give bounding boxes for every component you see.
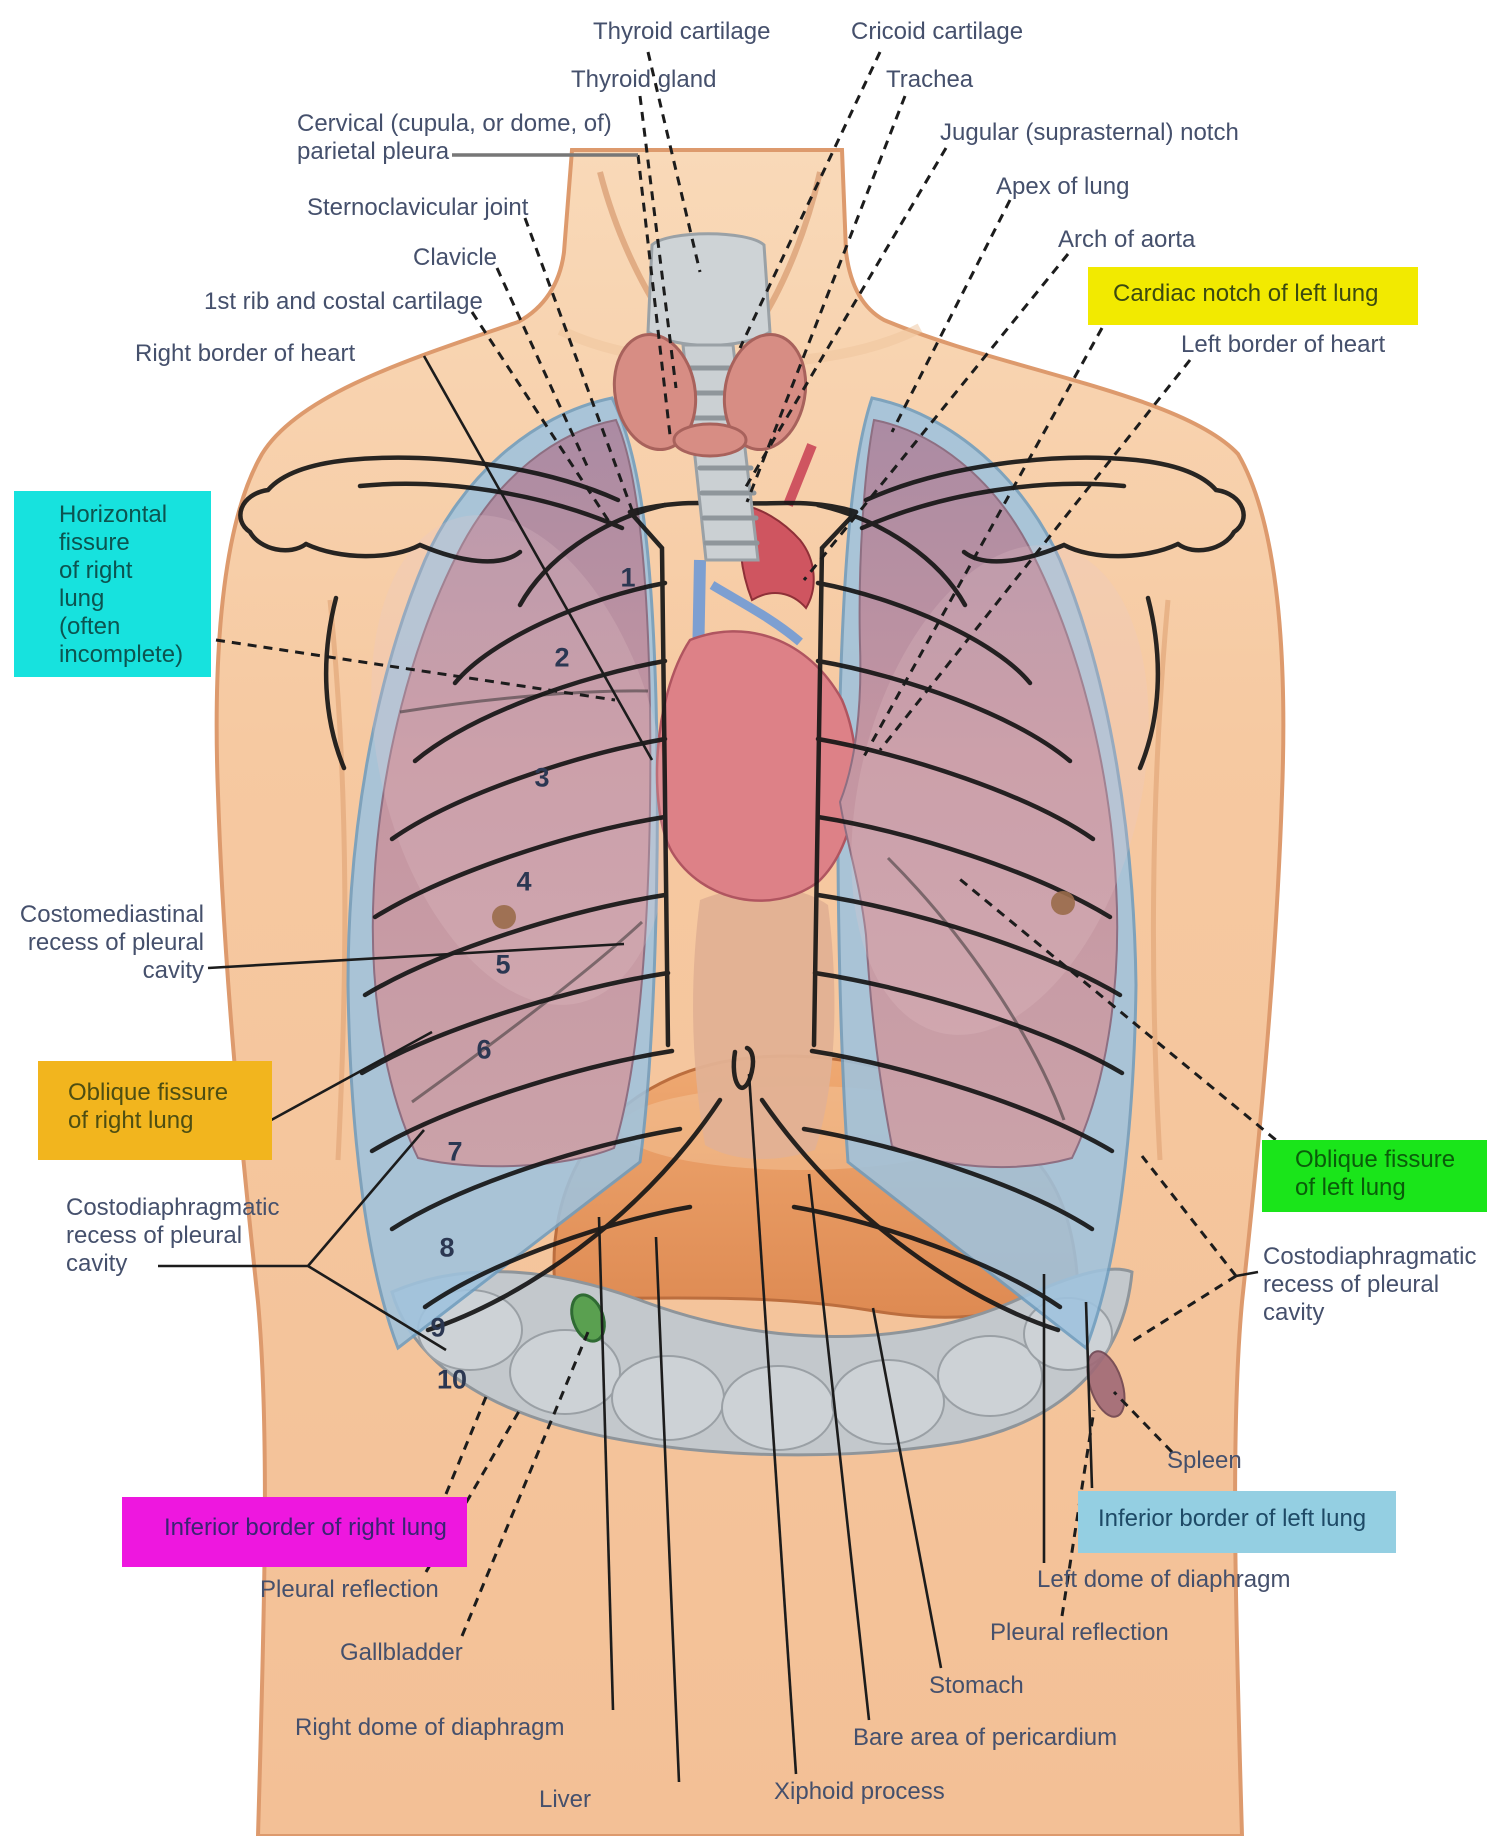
label-left-border-of-heart: Left border of heart bbox=[1181, 331, 1386, 358]
label-costomediastinal-recess: Costomediastinal recess of pleural cavit… bbox=[19, 901, 204, 984]
label-inferior-border-left-highlighted: Inferior border of left lung bbox=[1078, 1491, 1396, 1553]
label-right-border-of-heart: Right border of heart bbox=[135, 340, 356, 367]
rib-number-1: 1 bbox=[620, 562, 636, 593]
label-costodiaphragmatic-recess-right: Costodiaphragmatic recess of pleural cav… bbox=[66, 1194, 280, 1277]
rib-number-9: 9 bbox=[430, 1312, 446, 1343]
spleen-art bbox=[1086, 1350, 1126, 1418]
label-horizontal-fissure-highlighted: Horizontal fissure of right lung (often … bbox=[14, 491, 211, 677]
label-sternoclavicular-joint: Sternoclavicular joint bbox=[307, 194, 529, 221]
label-thyroid-cartilage: Thyroid cartilage bbox=[593, 18, 771, 45]
heart-art bbox=[655, 438, 858, 1160]
label-left-dome-of-diaphragm: Left dome of diaphragm bbox=[1037, 1566, 1291, 1593]
rib-number-7: 7 bbox=[447, 1136, 463, 1167]
label-jugular-notch: Jugular (suprasternal) notch bbox=[940, 119, 1239, 146]
rib-number-2: 2 bbox=[554, 642, 570, 673]
label-oblique-fissure-left-highlighted: Oblique fissure of left lung bbox=[1262, 1140, 1487, 1212]
rib-number-4: 4 bbox=[516, 866, 532, 897]
nipple-left bbox=[1051, 891, 1075, 915]
label-arch-of-aorta: Arch of aorta bbox=[1058, 226, 1196, 253]
nipple-right bbox=[492, 905, 516, 929]
label-gallbladder: Gallbladder bbox=[340, 1639, 463, 1666]
leader-lines bbox=[158, 51, 1289, 1783]
label-cricoid-cartilage: Cricoid cartilage bbox=[851, 18, 1024, 45]
label-costodiaphragmatic-recess-left: Costodiaphragmatic recess of pleural cav… bbox=[1263, 1243, 1477, 1326]
rib-number-8: 8 bbox=[439, 1232, 455, 1263]
label-bare-area-of-pericardium: Bare area of pericardium bbox=[853, 1724, 1118, 1751]
rib-number-6: 6 bbox=[476, 1034, 492, 1065]
rib-number-10: 10 bbox=[436, 1364, 468, 1395]
label-oblique-fissure-right-highlighted: Oblique fissure of right lung bbox=[38, 1061, 272, 1160]
label-stomach: Stomach bbox=[929, 1672, 1024, 1699]
label-spleen: Spleen bbox=[1167, 1447, 1242, 1474]
rib-number-3: 3 bbox=[534, 762, 550, 793]
label-apex-of-lung: Apex of lung bbox=[996, 173, 1130, 200]
trachea-art bbox=[612, 232, 808, 562]
label-pleural-reflection-left-side: Pleural reflection bbox=[990, 1619, 1169, 1646]
label-trachea: Trachea bbox=[886, 66, 974, 93]
rib-number-5: 5 bbox=[495, 949, 511, 980]
label-thyroid-gland: Thyroid gland bbox=[571, 66, 717, 93]
label-cardiac-notch-highlighted: Cardiac notch of left lung bbox=[1088, 267, 1418, 325]
label-liver: Liver bbox=[539, 1786, 592, 1813]
label-clavicle: Clavicle bbox=[413, 244, 498, 271]
label-first-rib: 1st rib and costal cartilage bbox=[204, 288, 483, 315]
label-pleural-reflection-right-side: Pleural reflection bbox=[260, 1576, 439, 1603]
thyroid-gland-art bbox=[612, 332, 808, 458]
rib-cage bbox=[238, 455, 1246, 1333]
label-cervical-pleura: Cervical (cupula, or dome, of) parietal … bbox=[297, 110, 612, 165]
label-xiphoid-process: Xiphoid process bbox=[774, 1778, 945, 1805]
label-right-dome-of-diaphragm: Right dome of diaphragm bbox=[295, 1714, 565, 1741]
label-inferior-border-right-highlighted: Inferior border of right lung bbox=[122, 1497, 467, 1567]
